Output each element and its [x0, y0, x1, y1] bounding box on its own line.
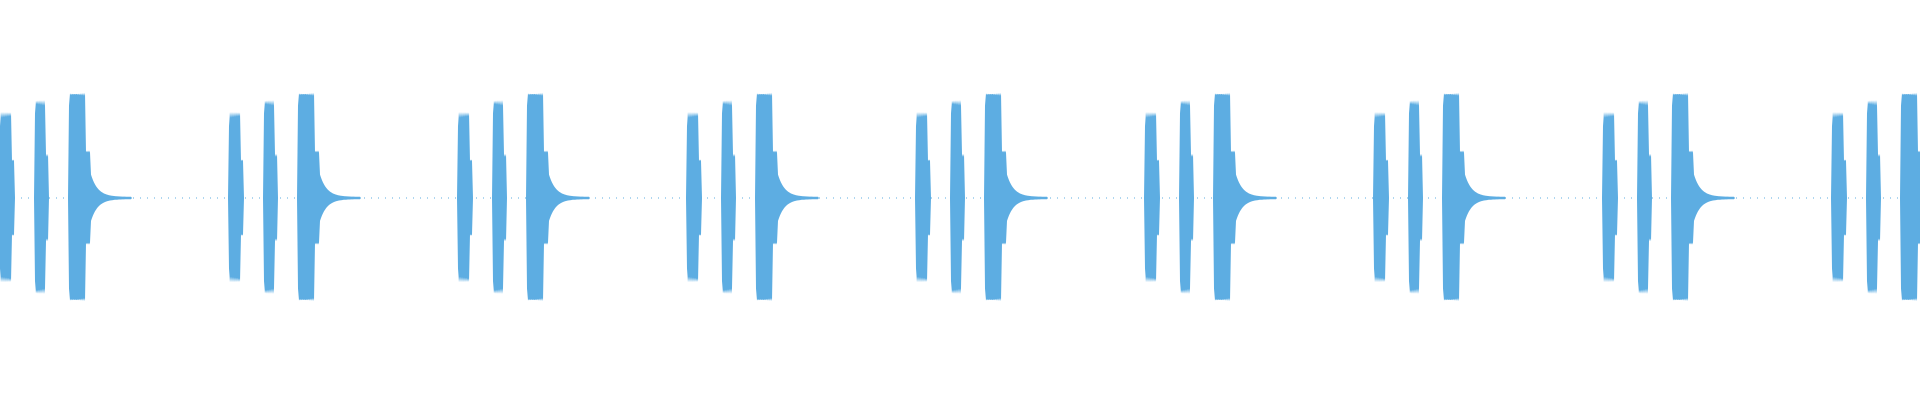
waveform-signal	[0, 92, 1920, 302]
